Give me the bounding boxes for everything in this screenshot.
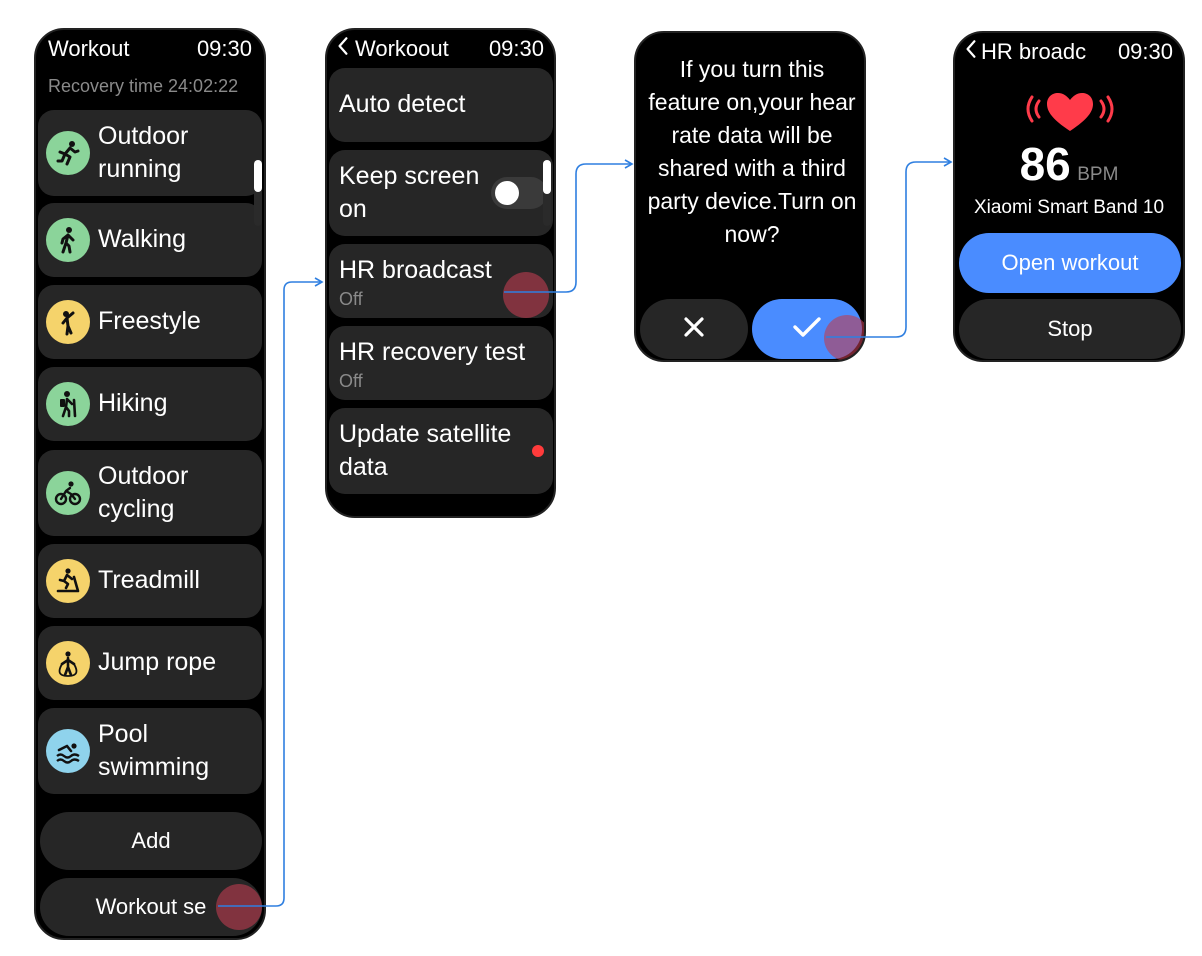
back-header[interactable]: Workoout [337,36,449,62]
setting-auto-detect[interactable]: Auto detect [329,68,553,142]
setting-label: Update satellite data [339,420,512,481]
stop-button[interactable]: Stop [959,299,1181,359]
setting-status: Off [339,289,363,309]
workout-settings-screen: Workoout 09:30 Auto detect Keep screen o… [325,28,556,518]
setting-label: Auto detect [339,90,466,118]
workout-item-label: Treadmill [98,566,200,594]
chevron-left-icon [965,39,981,65]
screen-title: Workoout [355,36,449,61]
screen-title: Workout [48,36,130,61]
walking-icon [46,218,90,262]
workout-item-label: Freestyle [98,307,201,335]
workout-list-screen: Workout 09:30 Recovery time 24:02:22 Out… [34,28,266,940]
heart-rate-unit: BPM [1077,164,1119,185]
workout-item-label: Outdoor running [98,122,189,183]
close-icon [682,315,706,344]
touch-indicator [824,315,864,360]
screen-title: HR broadc [981,39,1087,64]
running-icon [46,131,90,175]
scrollbar[interactable] [543,160,551,226]
jump-rope-icon [46,641,90,685]
check-icon [791,315,823,344]
recovery-time: Recovery time 24:02:22 [48,76,239,96]
setting-update-satellite-data[interactable]: Update satellite data [329,408,553,494]
workout-item-jump-rope[interactable]: Jump rope [38,626,262,700]
clock-time: 09:30 [196,36,252,61]
workout-item-label: Pool swimming [98,720,210,781]
workout-item-treadmill[interactable]: Treadmill [38,544,262,618]
confirm-dialog-screen: If you turn this feature on,your hear ra… [634,31,866,362]
workout-item-freestyle[interactable]: Freestyle [38,285,262,359]
touch-indicator [503,272,549,318]
heart-rate-readout: 86 BPM [955,137,1183,191]
chevron-left-icon [337,36,355,62]
workout-item-label: Outdoor cycling [98,462,189,523]
open-workout-button[interactable]: Open workout [959,233,1181,293]
update-dot-badge [532,445,544,457]
swimming-icon [46,729,90,773]
toggle-knob [495,181,519,205]
workout-item-outdoor-cycling[interactable]: Outdoor cycling [38,450,262,536]
hr-broadcast-screen: HR broadc 09:30 86 BPM Xiaomi Smart Band… [953,31,1185,362]
workout-item-label: Hiking [98,389,168,417]
scrollbar-thumb[interactable] [543,160,551,194]
back-header[interactable]: HR broadc [965,39,1086,65]
freestyle-icon [46,300,90,344]
workout-item-pool-swimming[interactable]: Pool swimming [38,708,262,794]
workout-item-label: Jump rope [98,648,217,676]
clock-time: 09:30 [488,36,544,61]
device-name: Xiaomi Smart Band 10 [973,197,1165,218]
heart-rate-value: 86 [1019,138,1071,190]
setting-label: HR recovery test [339,338,526,366]
dialog-message: If you turn this feature on,your hear ra… [647,56,857,247]
hiking-icon [46,382,90,426]
add-workout-button[interactable]: Add [40,812,262,870]
treadmill-icon [46,559,90,603]
scrollbar-thumb[interactable] [254,160,262,192]
workout-item-label: Walking [98,225,186,253]
setting-label: HR broadcast [339,256,492,284]
keep-screen-on-toggle[interactable] [491,177,547,209]
clock-time: 09:30 [1117,39,1173,64]
setting-hr-recovery-test[interactable]: HR recovery test Off [329,326,553,400]
setting-status: Off [339,371,363,391]
heart-broadcast-icon [1025,89,1115,135]
setting-label: Keep screen on [339,162,480,223]
cycling-icon [46,471,90,515]
workout-item-hiking[interactable]: Hiking [38,367,262,441]
setting-keep-screen-on[interactable]: Keep screen on [329,150,553,236]
workout-item-walking[interactable]: Walking [38,203,262,277]
workout-item-outdoor-running[interactable]: Outdoor running [38,110,262,196]
cancel-button[interactable] [640,299,748,359]
touch-indicator [216,884,262,930]
scrollbar[interactable] [254,160,262,226]
